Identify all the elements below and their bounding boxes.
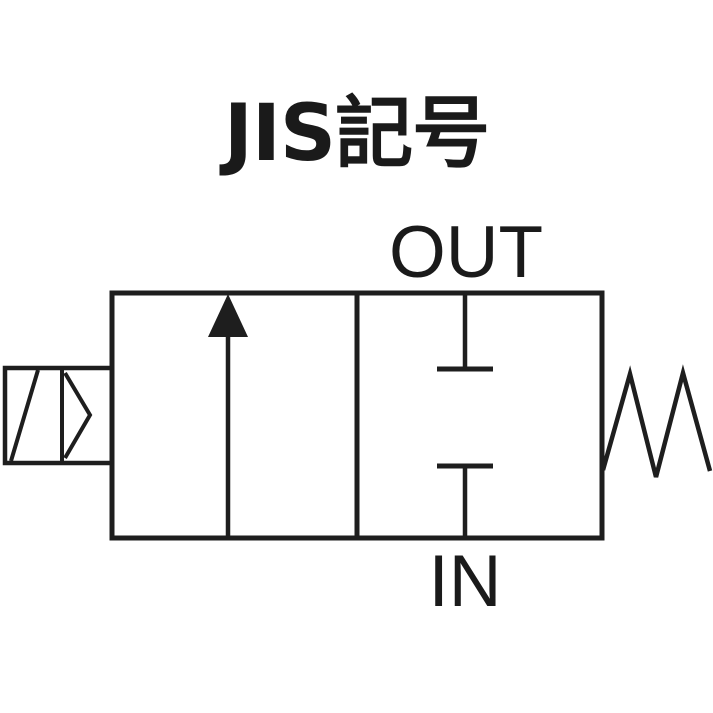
flow-arrow-head-icon [208, 294, 248, 337]
solenoid-triangle-icon [63, 371, 93, 460]
return-spring-icon [600, 364, 713, 478]
out-port-label: OUT [388, 212, 544, 293]
figure-title: JIS記号 [223, 89, 490, 179]
solenoid-box [2, 365, 115, 466]
in-port-label: IN [428, 541, 502, 622]
solenoid-diagonal-line [9, 369, 40, 462]
